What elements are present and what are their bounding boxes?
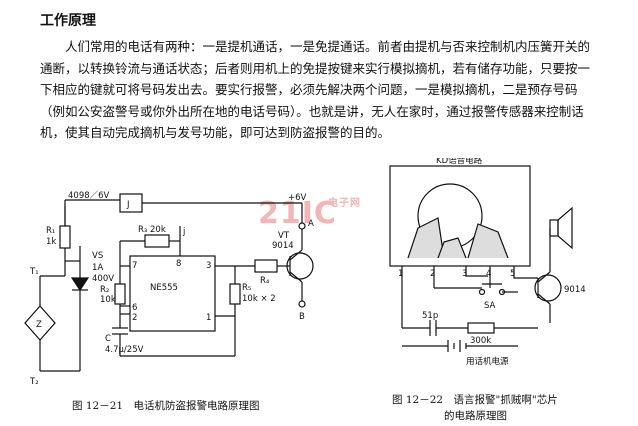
- label-r2: R₂: [100, 285, 109, 295]
- label-a: A: [308, 219, 314, 229]
- label-pin4: 4: [486, 269, 491, 279]
- label-sa: SA: [484, 301, 496, 311]
- label-pin3: 3: [206, 261, 211, 271]
- section-title: 工作原理: [40, 13, 96, 29]
- label-9014: 9014: [564, 285, 586, 295]
- label-c-value: 4.7μ/25V: [105, 345, 144, 355]
- label-c: C: [105, 334, 111, 344]
- label-pin8: 8: [176, 259, 181, 269]
- label-pin1: 1: [206, 313, 211, 323]
- label-pin3: 3: [462, 269, 467, 279]
- label-r1: R₁: [46, 226, 55, 236]
- label-51p: 51p: [422, 311, 438, 321]
- watermark-sub: 电子网: [328, 198, 361, 209]
- body-paragraph: 人们常用的电话有两种：一是提机通话，一是免提通话。前者由提机与否来控制机内压簧开…: [40, 39, 591, 140]
- figure-12-21-circuit: 4098／6V J R₁ 1k VS 1A 400V T₁ Z T₂ R₃ 20…: [20, 186, 330, 396]
- label-r3: R₃ 20k: [138, 225, 166, 235]
- label-pin6: 6: [132, 303, 137, 313]
- label-pin2: 2: [430, 269, 435, 279]
- watermark-brand: 21IC: [258, 196, 337, 231]
- label-vs-voltage: 400V: [92, 274, 114, 284]
- label-300k: 300k: [470, 336, 491, 346]
- label-relay: J: [126, 200, 130, 210]
- circuit-diagram-2: KD语音电路 1 2 3 4 5 SA 51p 300k 9014 用话机电源: [389, 158, 586, 367]
- kd-chip-box: [389, 165, 531, 267]
- label-j: j: [182, 227, 185, 237]
- label-4098: 4098／6V: [68, 191, 110, 201]
- label-t2: T₂: [29, 377, 39, 387]
- label-z: Z: [36, 320, 42, 330]
- figure-12-22-caption-line1: 图 12－22 语言报警"抓贼啊"芯片: [392, 394, 558, 406]
- label-plus6v: +6V: [288, 193, 307, 203]
- label-r1-value: 1k: [46, 237, 56, 247]
- label-vt: VT: [278, 231, 290, 241]
- label-pin2: 2: [132, 313, 137, 323]
- label-pin5: 5: [510, 269, 515, 279]
- circuit-diagram-1: 4098／6V J R₁ 1k VS 1A 400V T₁ Z T₂ R₃ 20…: [24, 191, 314, 387]
- label-r2-value: 10k: [100, 295, 116, 305]
- label-r5: R₅: [242, 283, 251, 293]
- label-r5-value: 10k × 2: [242, 294, 276, 304]
- label-t1: T₁: [29, 267, 39, 277]
- figure-12-21-caption: 图 12－21 电话机防盗报警电路原理图: [72, 400, 260, 412]
- site-watermark: 21IC 电子网: [258, 196, 360, 231]
- label-kd-chip: KD语音电路: [436, 158, 483, 166]
- label-r4: R₄: [260, 276, 270, 286]
- label-vs: VS: [92, 251, 103, 261]
- figure-12-22-caption-line2: 的电路原理图: [444, 410, 507, 422]
- label-pin1: 1: [398, 269, 403, 279]
- figure-12-22-circuit: KD语音电路 1 2 3 4 5 SA 51p 300k 9014 用话机电源: [378, 158, 606, 380]
- label-pin7: 7: [132, 261, 137, 271]
- label-b: B: [299, 312, 305, 322]
- label-vt-type: 9014: [272, 241, 294, 251]
- label-vs-rating: 1A: [92, 263, 103, 273]
- label-ne555: NE555: [150, 283, 178, 293]
- label-power: 用话机电源: [466, 356, 509, 367]
- relay-j-box: [119, 193, 143, 213]
